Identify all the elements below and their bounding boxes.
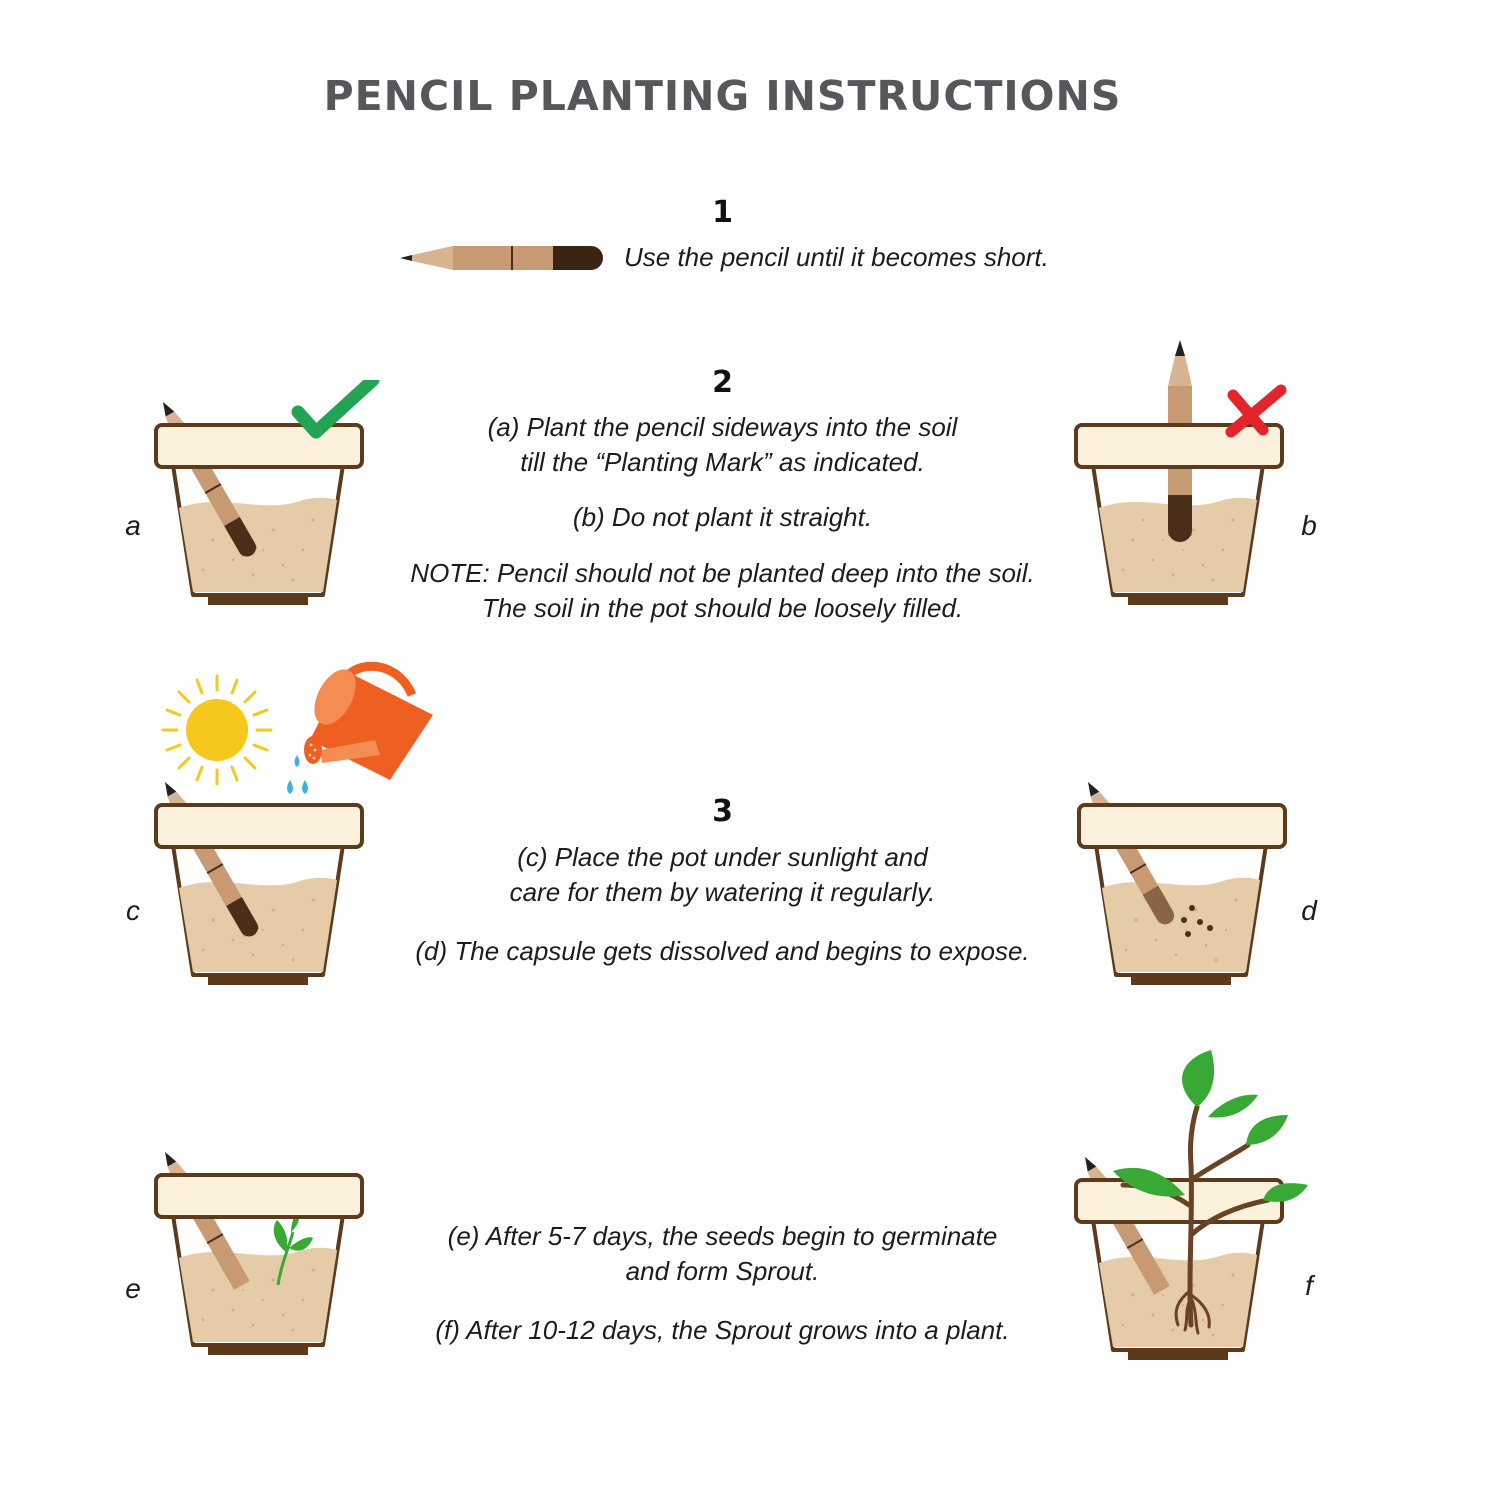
label-a: a — [125, 510, 141, 541]
step-3c-line-2: care for them by watering it regularly. — [509, 877, 936, 907]
step-1-text: Use the pencil until it becomes short. — [624, 242, 1049, 272]
cross-mark-icon — [1225, 384, 1287, 438]
check-mark-icon — [291, 380, 380, 439]
step-2-number: 2 — [712, 365, 733, 400]
pot-f-illustration — [1074, 1050, 1308, 1362]
step-4e-line-2: and form Sprout. — [625, 1256, 820, 1286]
step-3d-text: (d) The capsule gets dissolved and begin… — [415, 936, 1030, 966]
pot-b-illustration — [1074, 340, 1287, 607]
step-3-number: 3 — [712, 794, 733, 829]
step-2b-text: (b) Do not plant it straight. — [572, 502, 873, 532]
page-title: PENCIL PLANTING INSTRUCTIONS — [323, 72, 1122, 120]
plant-icon — [1113, 1050, 1308, 1335]
label-c: c — [126, 895, 140, 926]
note-line-2: The soil in the pot should be loosely fi… — [481, 593, 964, 623]
seeds-icon — [1181, 905, 1213, 937]
sun-icon — [161, 674, 273, 786]
label-b: b — [1301, 510, 1317, 541]
label-f: f — [1305, 1270, 1313, 1301]
step-1-number: 1 — [712, 195, 733, 230]
label-e: e — [125, 1273, 141, 1304]
sprout-icon — [273, 1210, 313, 1286]
pot-d-illustration — [1077, 782, 1287, 987]
step-2a-line-1: (a) Plant the pencil sideways into the s… — [487, 412, 958, 442]
step-4e-line-1: (e) After 5-7 days, the seeds begin to g… — [447, 1221, 998, 1251]
note-line-1: NOTE: Pencil should not be planted deep … — [410, 558, 1035, 588]
watering-can-icon — [304, 661, 433, 780]
pot-e-illustration — [154, 1152, 364, 1357]
pot-a-illustration — [154, 380, 380, 607]
step-2a-line-2: till the “Planting Mark” as indicated. — [520, 447, 925, 477]
step-3c-line-1: (c) Place the pot under sunlight and — [517, 842, 928, 872]
step-4f-text: (f) After 10-12 days, the Sprout grows i… — [435, 1315, 1010, 1345]
pencil-icon — [400, 246, 603, 270]
label-d: d — [1301, 895, 1317, 926]
pot-c-illustration — [154, 661, 433, 987]
